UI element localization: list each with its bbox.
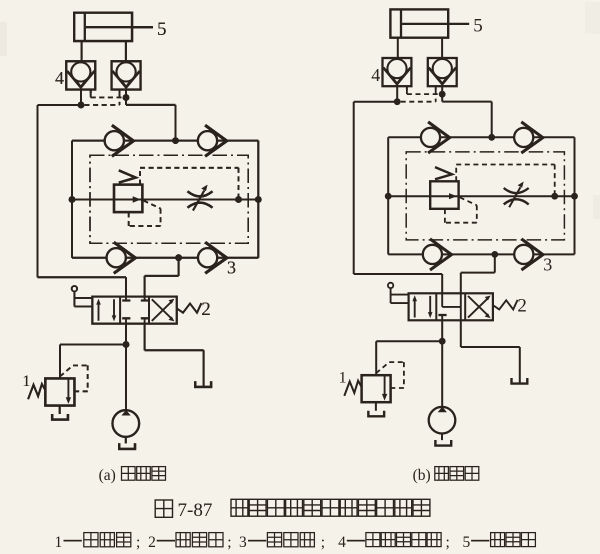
svg-text:1: 1	[55, 534, 63, 551]
svg-text:(b): (b)	[413, 467, 431, 484]
svg-text:5: 5	[463, 534, 471, 551]
svg-text:3: 3	[239, 534, 247, 551]
svg-text:(a): (a)	[99, 467, 116, 484]
svg-text:;: ;	[227, 534, 231, 551]
svg-text:2: 2	[148, 534, 156, 551]
svg-text:4: 4	[338, 534, 346, 551]
svg-text:;: ;	[136, 534, 140, 551]
svg-text:7-87: 7-87	[178, 500, 213, 521]
svg-text:;: ;	[321, 534, 325, 551]
svg-text:;: ;	[446, 534, 450, 551]
